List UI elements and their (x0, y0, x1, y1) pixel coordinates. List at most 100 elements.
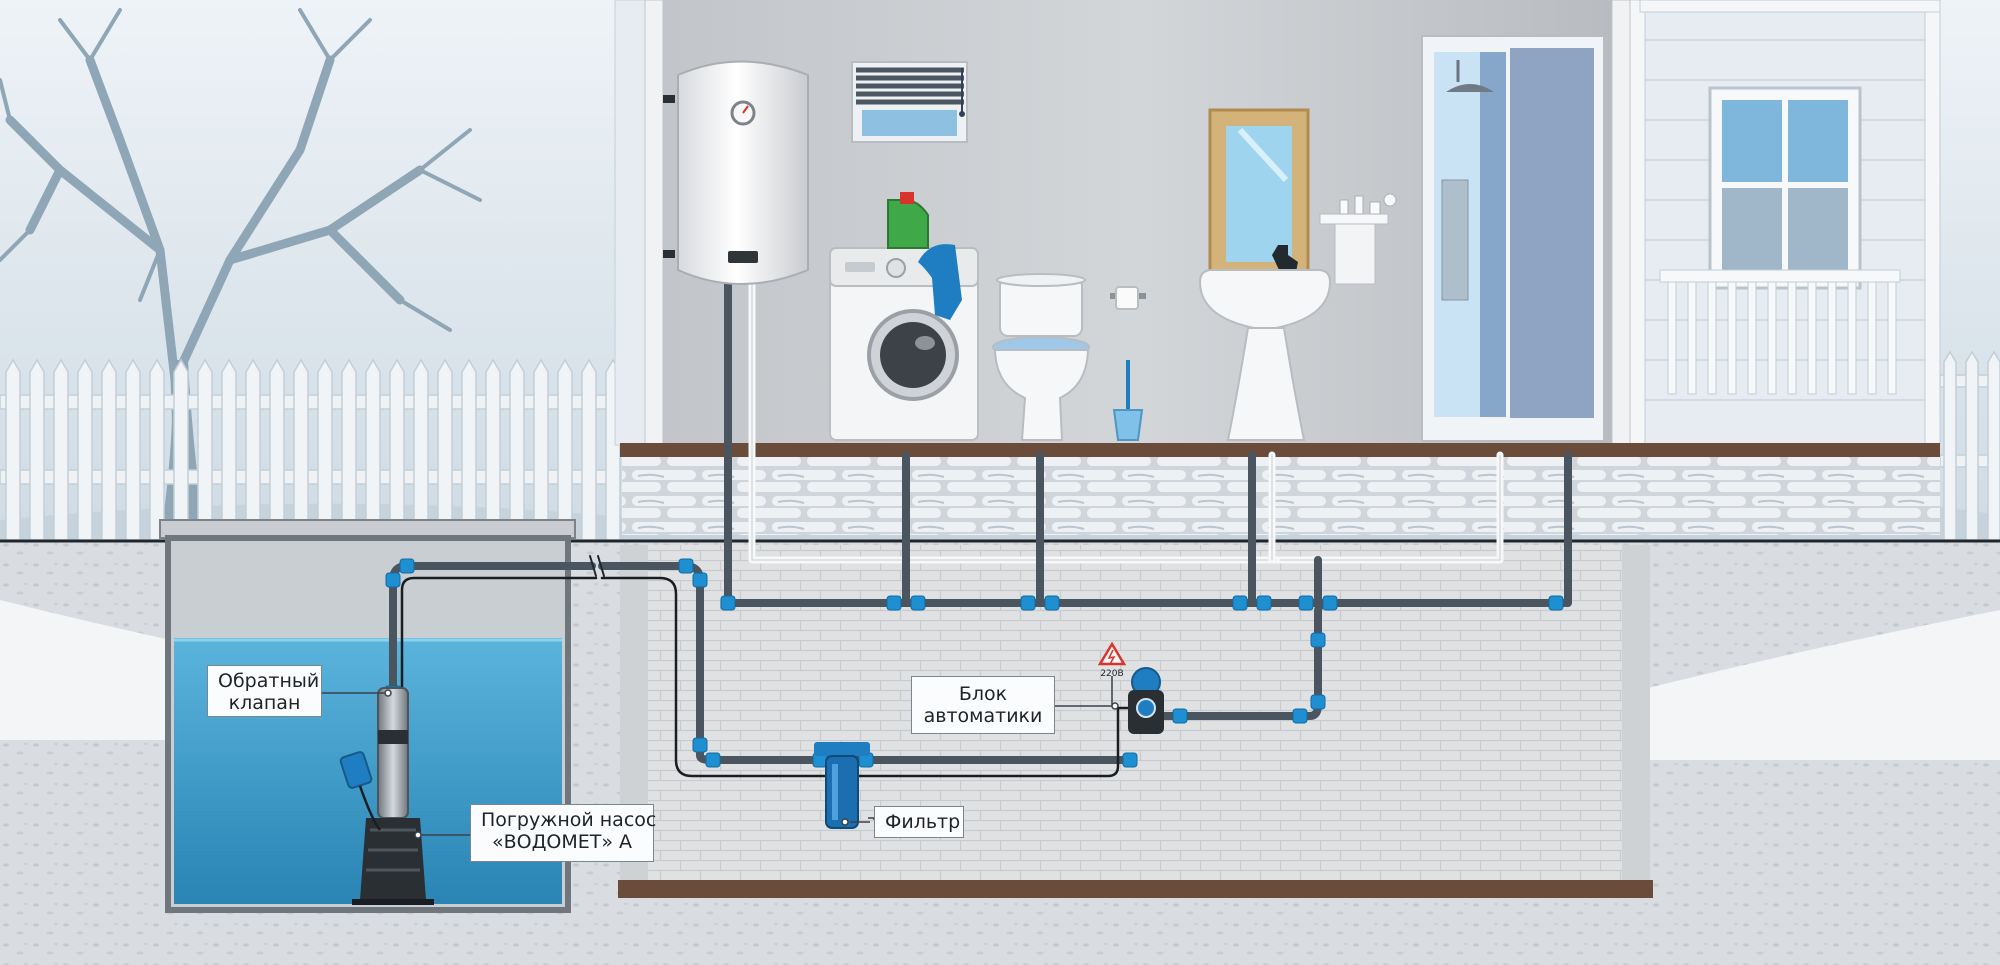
washing-machine-icon (829, 192, 979, 441)
pump-label-line2: «ВОДОМЕТ» А (491, 831, 633, 853)
fence-picket (269, 358, 285, 541)
pipe-fitting (399, 558, 415, 574)
porch-baluster (1867, 281, 1877, 395)
fence-picket (197, 358, 213, 541)
pipe-fitting (1298, 595, 1314, 611)
pipe-fitting (1292, 708, 1308, 724)
fixture-feed-pipe (902, 451, 1256, 607)
toilet-icon (992, 273, 1090, 441)
pipe-fitting (692, 572, 708, 588)
pipe-fitting (1310, 694, 1326, 710)
wall-trim-left (644, 0, 664, 446)
power-cable (400, 576, 1130, 778)
fence-pickets-right (1943, 350, 2000, 541)
fence-picket (77, 358, 93, 541)
check-valve-label-line2: клапан (228, 692, 301, 714)
pipe-fitting (1310, 632, 1326, 648)
check-valve-callout: Обратный клапан (207, 665, 322, 717)
house-exterior (1629, 0, 1941, 446)
shower-cabin-icon (1421, 35, 1605, 442)
fence-picket (293, 358, 309, 541)
porch-baluster (1687, 281, 1697, 395)
porch-baluster (1727, 281, 1737, 395)
water-heater-icon (663, 60, 809, 285)
porch-baluster (1767, 281, 1777, 395)
pipe-fitting (385, 572, 401, 588)
automation-unit-label-line1: Блок (958, 683, 1008, 705)
hot-water-pipe-edge (751, 279, 1281, 561)
porch-baluster (1827, 281, 1837, 395)
pipe-fitting (1322, 595, 1338, 611)
pipe-fitting (1256, 595, 1272, 611)
fence-picket (173, 358, 189, 541)
toilet-brush-icon (1112, 360, 1144, 441)
window-blinds (851, 61, 968, 143)
fence-picket (101, 358, 117, 541)
fence-picket (389, 358, 405, 541)
fence-picket (461, 358, 477, 541)
pipe-fitting (1020, 595, 1036, 611)
water-filter-icon (814, 742, 870, 829)
distribution-pipe (724, 451, 1572, 607)
detergent-bottle (887, 199, 929, 249)
fence-picket (5, 358, 21, 541)
fence-picket (221, 358, 237, 541)
fence-picket (29, 358, 45, 541)
fence-picket (413, 358, 429, 541)
fence-picket (533, 358, 549, 541)
pump-callout: Погружной насос «ВОДОМЕТ» А (470, 804, 657, 862)
towel (918, 244, 962, 320)
porch-baluster (1807, 281, 1817, 395)
basement-pillar-right (1622, 545, 1650, 883)
porch-balusters (1667, 281, 1897, 395)
fence-picket (125, 358, 141, 541)
toilet-paper-icon (1110, 286, 1146, 310)
fence-picket (53, 358, 69, 541)
fence-picket (1943, 350, 1957, 541)
fence-picket (341, 358, 357, 541)
sink-icon (1198, 245, 1332, 441)
pipe-fitting (886, 595, 902, 611)
floor-beam (620, 443, 1940, 457)
porch-baluster (1707, 281, 1717, 395)
pipe-break-mark (589, 555, 605, 577)
float-switch-icon (339, 751, 381, 831)
callout-leaders (322, 676, 1119, 839)
pipe-fitting (1172, 708, 1188, 724)
filter-callout: Фильтр (874, 806, 964, 838)
high-voltage-warning-icon (1097, 641, 1127, 666)
pipe-fitting (1548, 595, 1564, 611)
filter-label: Фильтр (885, 811, 961, 833)
pipe-fitting (678, 558, 694, 574)
bathroom-shelf-icon (1319, 193, 1397, 285)
pipe-fitting (692, 737, 708, 753)
fence-picket (581, 358, 597, 541)
pipe-fitting (1122, 752, 1138, 768)
wall-trim-right (1611, 0, 1631, 446)
basement-floor (618, 880, 1653, 898)
fence-picket (1987, 350, 2000, 541)
fence-picket (509, 358, 525, 541)
mirror-icon (1208, 108, 1310, 280)
submersible-pump-icon (352, 687, 434, 905)
pipe-fitting (1232, 595, 1248, 611)
porch-baluster (1887, 281, 1897, 395)
porch-baluster (1787, 281, 1797, 395)
pipe-fitting (1044, 595, 1060, 611)
fence-picket (365, 358, 381, 541)
fence-picket (245, 358, 261, 541)
winter-tree (0, 8, 482, 525)
automation-unit-label-line2: автоматики (923, 705, 1043, 727)
porch-baluster (1667, 281, 1677, 395)
pump-label-line1: Погружной насос (481, 809, 657, 831)
fence-picket (485, 358, 501, 541)
pipe-fitting (910, 595, 926, 611)
pressure-switch-icon (1128, 667, 1164, 734)
porch-baluster (1847, 281, 1857, 395)
stone-foundation (622, 457, 1940, 535)
porch-baluster (1747, 281, 1757, 395)
pipe-fitting (720, 595, 736, 611)
porch-rail (1659, 269, 1901, 283)
pipe-fitting (705, 752, 721, 768)
